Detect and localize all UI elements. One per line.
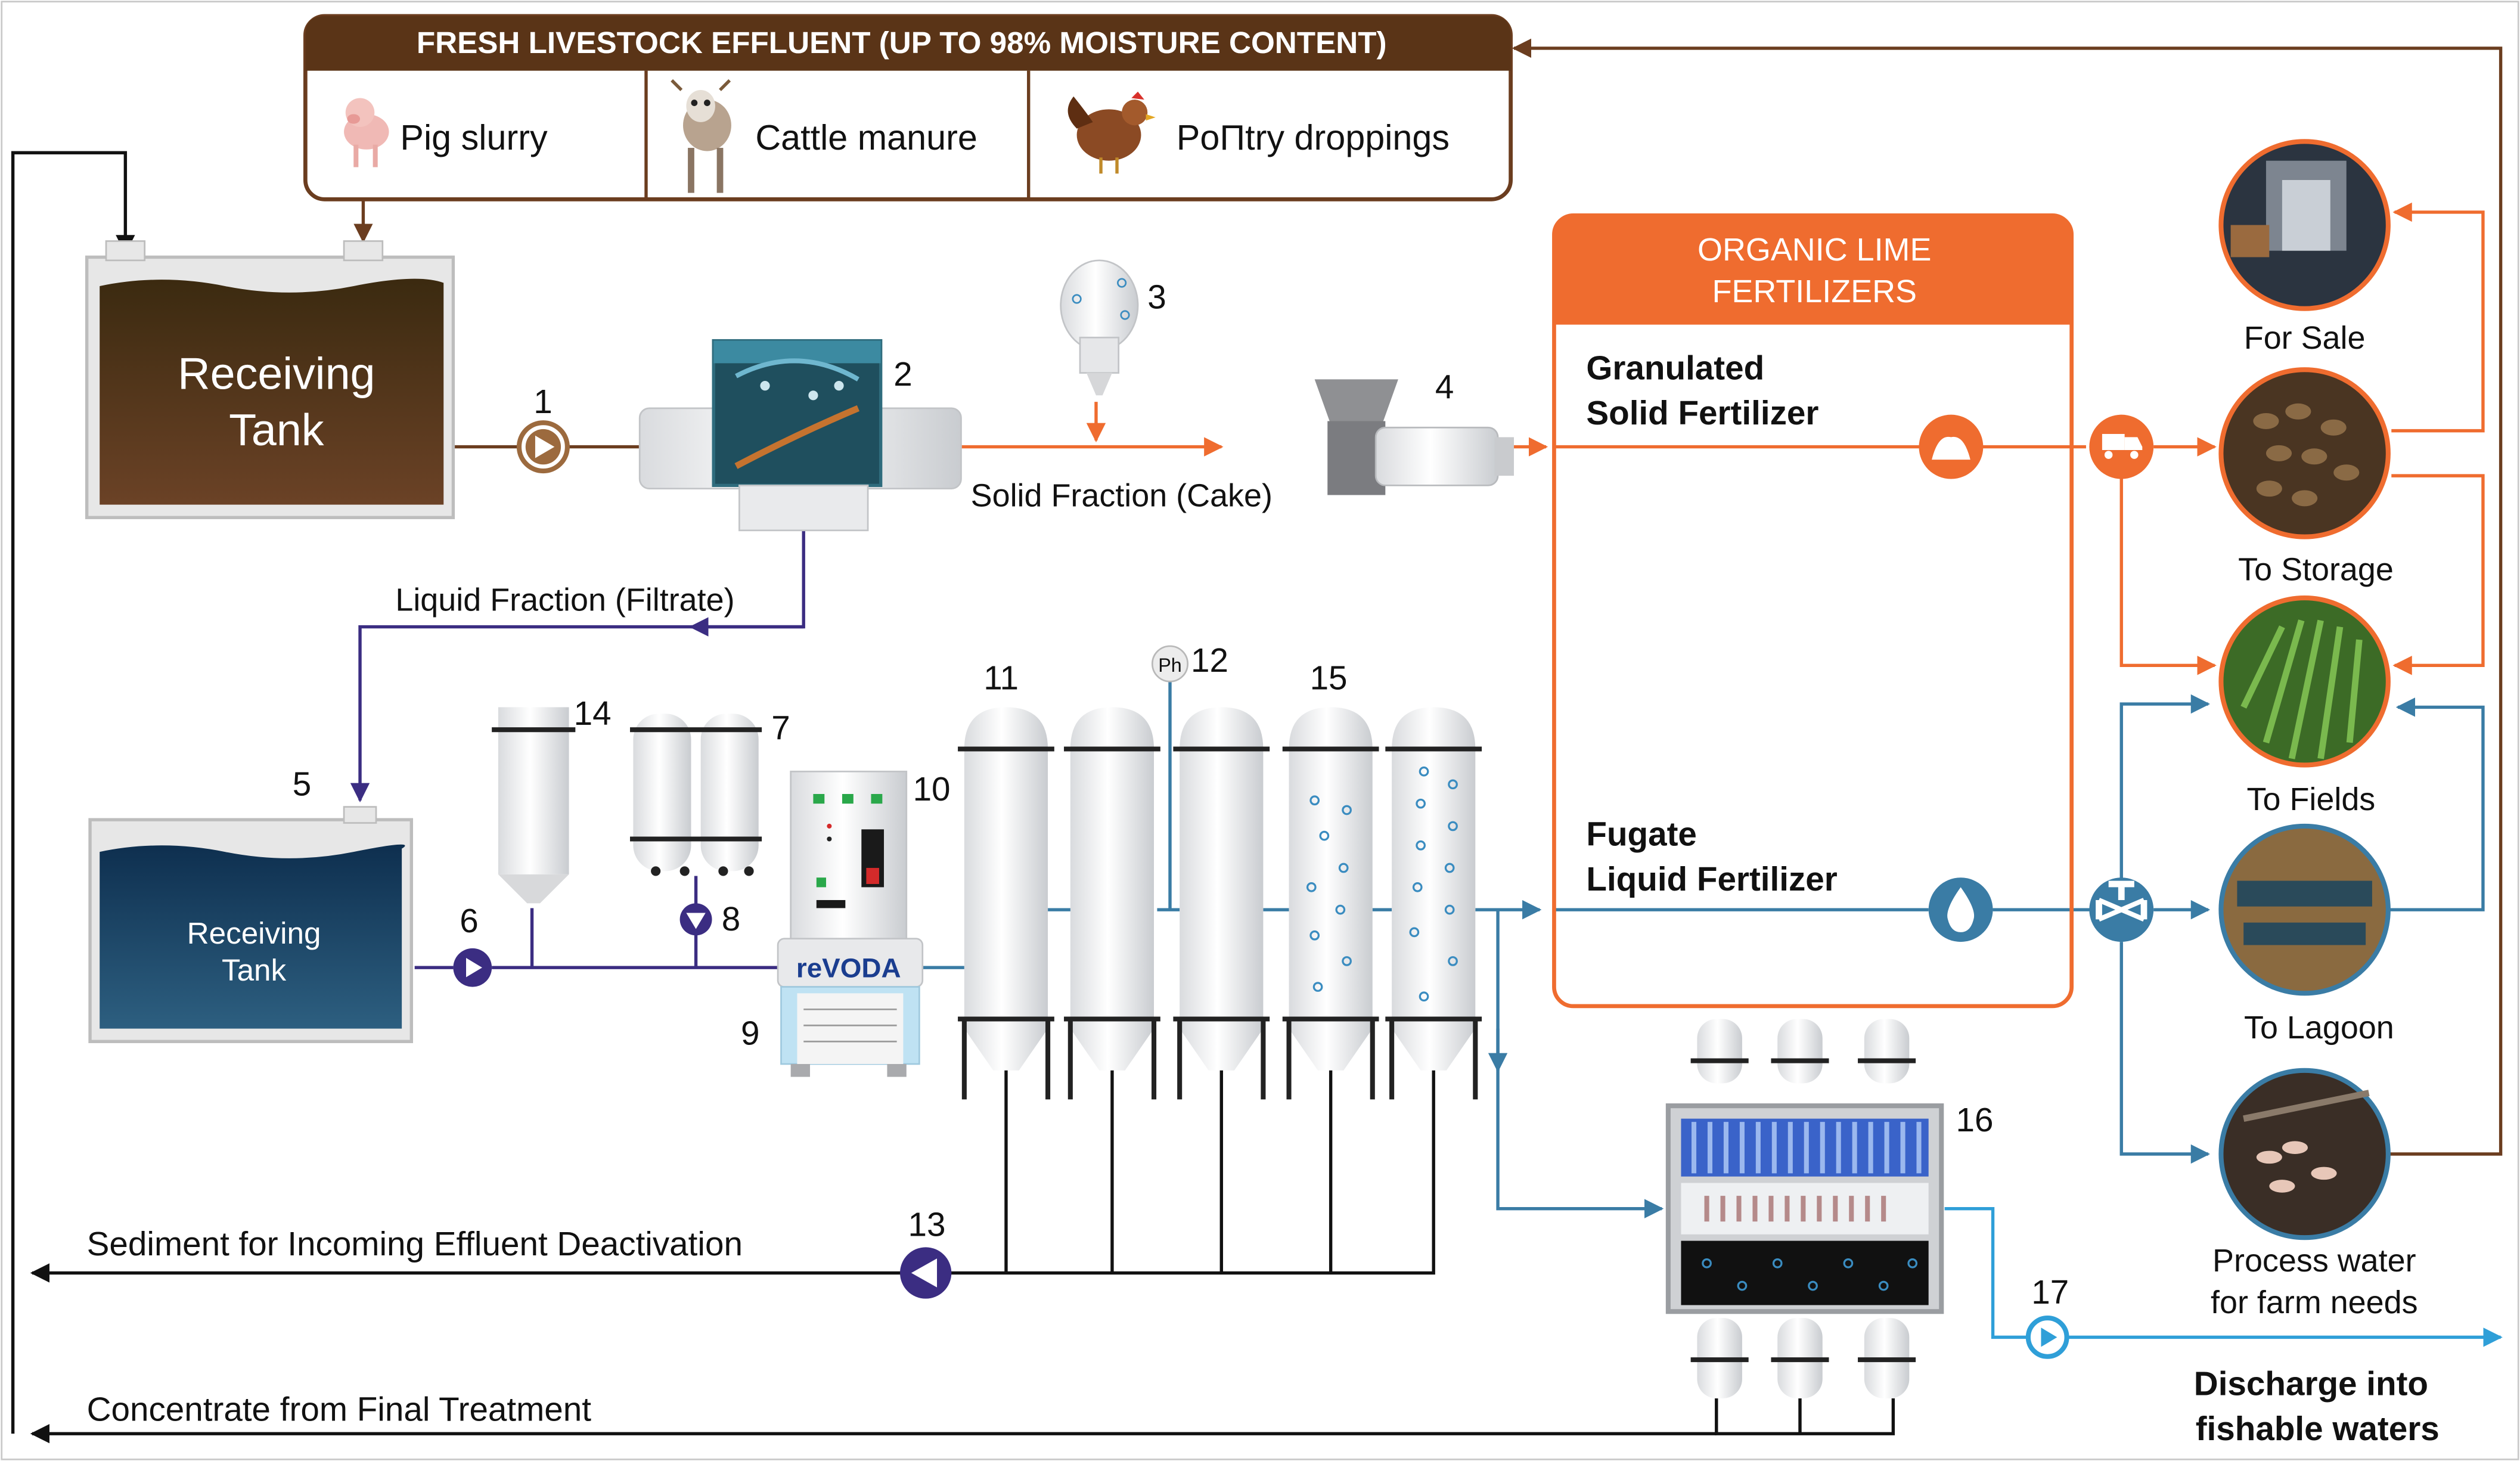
pig-icon [344,98,389,167]
number-16: 16 [1956,1101,1994,1139]
number-17: 17 [2031,1273,2069,1311]
receiving-tank-liquid: Receiving Tank [88,806,414,1043]
revoda-brand: reVODA [796,953,901,983]
fugate-label-1: Fugate [1586,815,1697,852]
reagent-tanks-7-icon [630,714,762,876]
number-12: 12 [1191,641,1228,679]
sediment-collector [900,1028,1435,1275]
pump-1-icon [516,420,570,474]
column-2 [1064,707,1160,1100]
pump-13-icon [900,1247,952,1299]
reagent-tank-14-icon [492,707,576,904]
source-poultry-droppings: PoΠtry droppings [1177,117,1450,157]
to-fields-label: To Fields [2247,781,2376,817]
number-2: 2 [893,355,912,393]
pump-6-icon [453,948,492,987]
process-water-return-line [1512,38,2503,1156]
discharge-label-2: fishable waters [2196,1410,2440,1447]
number-13: 13 [908,1206,945,1243]
to-lagoon-label: To Lagoon [2244,1010,2394,1046]
destination-process-water: Process water for farm needs [2211,1068,2418,1320]
to-storage-label: To Storage [2238,551,2394,587]
destination-for-sale: For Sale [2218,139,2391,356]
fugate-label-2: Liquid Fertilizer [1586,860,1837,898]
process-water-label-1: Process water [2212,1243,2416,1279]
cow-icon [671,79,731,193]
fertilizers-panel: ORGANIC LIME FERTILIZERS Granulated Soli… [1552,213,2074,1009]
number-7: 7 [771,709,790,746]
process-water-label-2: for farm needs [2211,1285,2418,1320]
receiving-tank-liquid-label-1: Receiving [187,916,321,950]
truck-icon [2089,414,2154,479]
dosing-pump-8-icon [679,903,712,936]
effluent-title: FRESH LIVESTOCK EFFLUENT (UP TO 98% MOIS… [417,26,1387,60]
liquid-fraction-line [350,530,805,803]
number-11: 11 [983,659,1019,697]
liquid-fraction-label: Liquid Fraction (Filtrate) [395,582,734,618]
number-14: 14 [574,694,612,732]
number-10: 10 [913,770,951,808]
solid-fraction-label: Solid Fraction (Cake) [971,477,1273,513]
treatment-columns [958,707,1482,1100]
concentrate-label: Concentrate from Final Treatment [87,1391,592,1428]
source-pig-slurry: Pig slurry [400,117,548,157]
ph-sensor-icon: Ph [1151,645,1189,683]
receiving-tank-main: Receiving Tank [85,240,455,519]
number-5: 5 [293,765,311,803]
discharge-label-1: Discharge into [2194,1364,2428,1402]
valve-icon [2089,877,2154,942]
granulated-label-2: Solid Fertilizer [1586,394,1818,432]
sediment-label: Sediment for Incoming Effluent Deactivat… [87,1225,743,1263]
column-4 [1282,707,1379,1100]
receiving-tank-label-2: Tank [229,405,324,455]
for-sale-label: For Sale [2244,320,2366,356]
number-3: 3 [1147,278,1166,316]
chicken-icon [1067,91,1156,174]
number-15: 15 [1310,659,1348,697]
number-9: 9 [741,1015,759,1052]
number-1: 1 [533,383,552,420]
ph-label: Ph [1158,654,1182,676]
column-5 [1385,707,1482,1100]
granulated-label-1: Granulated [1586,349,1764,386]
granules-icon [1919,414,1984,479]
receiving-tank-label-1: Receiving [178,349,375,399]
membrane-unit-icon [1665,1019,1944,1398]
number-4: 4 [1435,368,1454,406]
fertilizers-title-1: ORGANIC LIME [1697,232,1931,268]
source-cattle-manure: Cattle manure [755,117,977,157]
concentrate-collector [1715,1398,1895,1435]
number-8: 8 [722,900,740,938]
number-6: 6 [460,902,478,939]
fertilizers-title-2: FERTILIZERS [1712,274,1917,309]
destination-to-storage: To Storage [2218,367,2394,587]
return-into-tank-line [13,151,135,255]
effluent-source-panel: FRESH LIVESTOCK EFFLUENT (UP TO 98% MOIS… [303,14,1513,201]
receiving-tank-liquid-label-2: Tank [222,953,287,987]
screw-separator-icon [638,339,962,532]
column-1 [958,707,1054,1100]
equipment-numbers: 1 2 3 4 5 6 7 8 9 10 11 12 13 14 15 16 1… [293,278,2069,1311]
granulator-icon [1314,379,1515,495]
pump-17-icon [2025,1315,2069,1359]
dosing-unit-icon [1060,259,1139,396]
destination-to-lagoon: To Lagoon [2218,823,2394,1046]
destination-to-fields: To Fields [2218,595,2391,817]
revoda-unit-icon: reVODA [777,770,924,1077]
column-3 [1173,707,1270,1100]
water-drop-icon [1928,877,1993,942]
